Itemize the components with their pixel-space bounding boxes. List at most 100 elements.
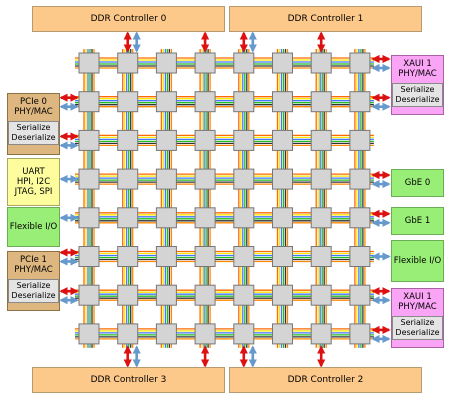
tile	[349, 129, 371, 151]
tile	[310, 91, 332, 113]
xaui-bottom-title: XAUI 1	[403, 292, 432, 302]
flexible-io-right-label: Flexible I/O	[393, 256, 442, 266]
gbe-1-block: GbE 1	[391, 207, 444, 235]
gbe-0-block: GbE 0	[391, 169, 444, 197]
xaui-top-serdes-line1: Serialize	[400, 85, 435, 94]
tile	[349, 207, 371, 229]
pcie-1-serdes-line2: Deserialize	[11, 291, 56, 300]
tile	[349, 168, 371, 190]
xaui-top-title: XAUI 1	[403, 59, 432, 69]
tile	[117, 168, 139, 190]
tile	[78, 246, 100, 267]
tile	[155, 91, 177, 113]
tile	[117, 129, 139, 151]
tile	[310, 284, 332, 306]
pcie-0-block: PCIe 0 PHY/MAC Serialize Deserialize	[7, 93, 60, 155]
tile	[310, 323, 332, 345]
tile	[349, 284, 371, 306]
tile	[117, 207, 139, 229]
tile	[194, 284, 216, 306]
tile	[233, 129, 255, 151]
ddr-controller-0: DDR Controller 0	[32, 6, 225, 32]
xaui-top-serdes-line2: Deserialize	[395, 95, 440, 104]
tile	[233, 207, 255, 229]
ddr-controller-2: DDR Controller 2	[229, 367, 422, 393]
tile	[78, 52, 100, 74]
ddr-controller-1: DDR Controller 1	[229, 6, 422, 32]
uart-line2: HPI, I2C	[16, 177, 51, 187]
tile	[155, 168, 177, 190]
tile	[272, 129, 293, 151]
xaui-top-subtitle: PHY/MAC	[398, 69, 437, 79]
xaui-bottom-block: XAUI 1 PHY/MAC Serialize Deserialize	[391, 288, 444, 348]
xaui-bottom-serdes: Serialize Deserialize	[392, 316, 443, 340]
uart-block: UART HPI, I2C JTAG, SPI	[7, 158, 60, 206]
tile	[117, 284, 139, 306]
uart-line1: UART	[22, 167, 45, 177]
tile	[78, 284, 100, 306]
tile	[194, 91, 216, 113]
ddr-controller-2-label: DDR Controller 2	[287, 375, 364, 385]
flexible-io-right: Flexible I/O	[391, 240, 444, 282]
pcie-1-serdes: Serialize Deserialize	[8, 279, 59, 303]
tile	[272, 284, 293, 306]
pcie-0-title: PCIe 0	[20, 97, 47, 107]
uart-line3: JTAG, SPI	[14, 187, 53, 197]
tile	[155, 129, 177, 151]
tile	[349, 91, 371, 113]
tile	[78, 323, 100, 345]
xaui-bottom-serdes-line2: Deserialize	[395, 328, 440, 337]
gbe-0-label: GbE 0	[404, 178, 431, 188]
tile	[233, 246, 255, 267]
ddr-controller-1-label: DDR Controller 1	[287, 14, 364, 24]
ddr-controller-0-label: DDR Controller 0	[90, 14, 167, 24]
tile	[78, 91, 100, 113]
tile	[155, 52, 177, 74]
pcie-0-serdes-line2: Deserialize	[11, 133, 56, 142]
tile	[233, 168, 255, 190]
tile	[78, 207, 100, 229]
tile	[117, 91, 139, 113]
tile	[233, 323, 255, 345]
tile	[155, 284, 177, 306]
pcie-1-title: PCIe 1	[20, 255, 47, 265]
tile	[155, 246, 177, 267]
tile	[117, 323, 139, 345]
ddr-controller-3-label: DDR Controller 3	[90, 375, 167, 385]
pcie-0-subtitle: PHY/MAC	[14, 107, 53, 117]
tile	[155, 207, 177, 229]
tile	[194, 323, 216, 345]
tile	[194, 129, 216, 151]
tile	[272, 91, 293, 113]
tile	[117, 52, 139, 74]
tile	[117, 246, 139, 267]
tile	[310, 246, 332, 267]
tile	[194, 207, 216, 229]
tile	[272, 52, 293, 74]
tile	[194, 168, 216, 190]
tile	[310, 52, 332, 74]
tile	[272, 168, 293, 190]
pcie-1-serdes-line1: Serialize	[16, 281, 51, 290]
xaui-top-block: XAUI 1 PHY/MAC Serialize Deserialize	[391, 55, 444, 115]
gbe-1-label: GbE 1	[404, 216, 431, 226]
tile	[349, 52, 371, 74]
tile	[194, 52, 216, 74]
tile	[233, 52, 255, 74]
pcie-1-block: PCIe 1 PHY/MAC Serialize Deserialize	[7, 251, 60, 311]
tile	[272, 323, 293, 345]
tile	[155, 323, 177, 345]
tile	[78, 129, 100, 151]
pcie-1-subtitle: PHY/MAC	[14, 265, 53, 275]
tile	[233, 284, 255, 306]
tile	[310, 207, 332, 229]
tile	[310, 129, 332, 151]
xaui-bottom-subtitle: PHY/MAC	[398, 302, 437, 312]
flexible-io-left-label: Flexible I/O	[9, 222, 58, 232]
tile	[194, 246, 216, 267]
tile	[349, 323, 371, 345]
xaui-top-serdes: Serialize Deserialize	[392, 83, 443, 107]
flexible-io-left: Flexible I/O	[7, 207, 60, 247]
